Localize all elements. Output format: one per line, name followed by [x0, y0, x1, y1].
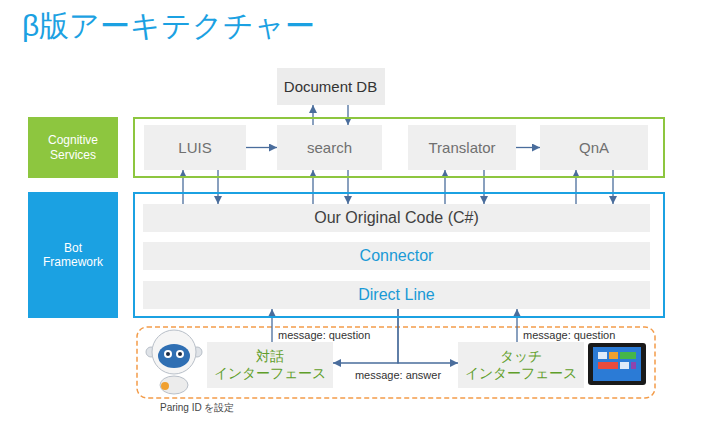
robot-pupil [166, 352, 170, 356]
connector-arrow [575, 170, 576, 204]
service-box: QnA [540, 125, 648, 170]
node-label: LUIS [178, 139, 211, 157]
database-box: Document DB [277, 68, 385, 105]
directline-layer-box: Direct Line [143, 281, 650, 309]
screen-tile [609, 352, 618, 359]
robot-body [160, 376, 188, 394]
tablet-frame [588, 343, 646, 385]
connector-arrow [516, 309, 517, 342]
connector-arrow [347, 105, 348, 125]
node-label: Direct Line [358, 285, 434, 304]
connector-arrow [312, 105, 313, 125]
connector-arrow [347, 170, 348, 204]
connector-arrow [612, 170, 613, 204]
connector-arrow [444, 170, 445, 204]
code-layer: Our Original Code (C#) [143, 204, 650, 232]
robot-eye [176, 350, 184, 358]
node-label: Connector [360, 246, 434, 265]
robot-face [158, 344, 190, 368]
interface-box: タッチ インターフェース [458, 342, 584, 388]
node-label: タッチ インターフェース [465, 348, 577, 382]
robot-badge [161, 382, 169, 390]
screen-tile [620, 362, 629, 369]
service-box: Translator [408, 125, 516, 170]
robot-head [152, 330, 196, 374]
note-label: Paring ID を設定 [160, 401, 234, 415]
connector-arrow [246, 147, 277, 148]
node-label: Document DB [284, 78, 377, 96]
connector-arrow [217, 170, 218, 204]
service-box: search [277, 125, 382, 170]
screen-tile [598, 362, 618, 369]
message-label: message: question [276, 329, 372, 341]
message-label: message: answer [353, 369, 443, 381]
robot-eye [164, 350, 172, 358]
tablet-screen [593, 347, 641, 381]
node-label: QnA [579, 139, 609, 157]
node-label: Our Original Code (C#) [314, 208, 479, 227]
connector-arrow [516, 147, 540, 148]
node-label: search [307, 139, 352, 157]
service-group: LUISsearchTranslatorQnACognitive Service… [133, 117, 665, 178]
node-label: Translator [429, 139, 496, 157]
connector-layer-box: Connector [143, 242, 650, 270]
node-label: 対話 インターフェース [214, 348, 326, 382]
robot-pupil [178, 352, 182, 356]
screen-tile [620, 352, 636, 359]
connector-arrow [312, 170, 313, 204]
interface-box: 対話 インターフェース [207, 342, 333, 388]
connector-arrow [271, 309, 272, 342]
screen-tile [598, 352, 607, 359]
connector-arrow [483, 170, 484, 204]
group-heading: Bot Framework [28, 192, 118, 318]
tablet-illustration [588, 343, 646, 385]
message-label: message: question [521, 329, 617, 341]
framework-group: Our Original Code (C#) ConnectorDirect Li… [133, 192, 665, 318]
service-box: LUIS [144, 125, 246, 170]
group-heading: Cognitive Services [28, 117, 118, 178]
robot-illustration [146, 330, 202, 394]
diagram-title: β版アーキテクチャー [22, 8, 315, 44]
connector-arrow [182, 170, 183, 204]
screen-tile [631, 362, 636, 369]
